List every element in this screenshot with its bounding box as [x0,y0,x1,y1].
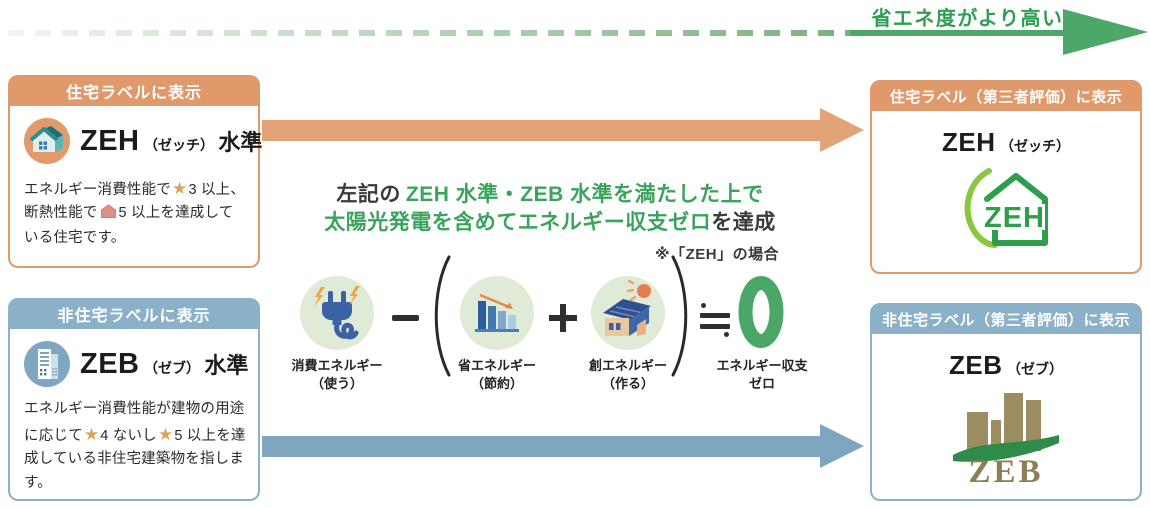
zeh-logo-icon: ZEH [872,162,1140,254]
blue-arrow-head-icon [820,424,864,468]
card-zeb-level: 非住宅ラベルに表示 [8,298,260,501]
title-zeb: ZEB [80,347,140,380]
plus-icon [549,304,577,332]
card-header-nonresidential-label: 非住宅ラベルに表示 [9,299,259,329]
card-title: ZEB （ゼブ） 水準 [80,348,248,381]
open-paren-icon [427,254,453,383]
blue-arrow-shaft [262,436,822,457]
orange-arrow-shaft [262,120,822,141]
house-icon [24,118,70,164]
zeb-logo-text: ZEB [968,454,1043,487]
title-zeh: ZEH [80,124,140,157]
title-row: ZEB （ゼブ） 水準 [10,329,258,387]
saving-label: 省エネルギー（節約） [457,358,536,392]
energy-balance-zero-label: エネルギー収支ゼロ [716,358,808,392]
bar-chart-icon [460,276,534,350]
zeb-logo-icon: ZEB [872,385,1140,487]
star-icon: ★ [83,425,100,445]
card-zeh-certified: 住宅ラベル（第三者評価）に表示 ZEH （ゼッチ） ZEH [870,80,1142,274]
title-kana: （ゼッチ） [143,136,214,153]
card-zeh-level: 住宅ラベルに表示 ZEH （ゼッチ） 水準 エネルギー消費性能で★3 以上、断 [8,75,262,268]
card-title: ZEH （ゼッチ） [872,127,1140,158]
title-suffix: 水準 [218,129,263,155]
energy-saving-higher-label: 省エネ度がより高い [871,8,1064,30]
title-kana: （ゼブ） [143,359,200,376]
headline-prefix: 左記の [336,183,401,206]
title-row: ZEH （ゼッチ） 水準 [10,106,262,164]
star-icon: ★ [157,425,174,445]
insulation-house-icon [100,204,117,227]
gradient-dashed-line [8,30,850,36]
headline-line2-green: 太陽光発電を含めてエネルギー収支ゼロ [324,211,712,235]
zeh-case-note: ※「ZEH」の場合 [655,246,780,263]
card-header-residential-label: 住宅ラベルに表示 [9,76,259,106]
right-arrow-icon [1063,9,1148,55]
title-kana: （ゼブ） [1006,361,1063,377]
title-zeh: ZEH [942,127,996,157]
star-icon: ★ [172,179,188,198]
approx-equal-icon [699,300,731,340]
orange-arrow-head-icon [820,108,864,152]
generation-label: 創エネルギー（作る） [588,358,667,392]
headline-line2-suffix: を達成 [711,211,776,235]
plug-icon [300,276,374,350]
title-kana: （ゼッチ） [999,138,1070,154]
title-zeb: ZEB [949,350,1003,380]
headline-line1-green: ZEH 水準・ZEB 水準を満たした上で [405,183,764,206]
zeh-logo-text: ZEH [984,202,1045,234]
arrow-line [850,30,1066,36]
building-icon [24,341,70,387]
card-header-residential-thirdparty: 住宅ラベル（第三者評価）に表示 [871,81,1141,111]
consumption-label: 消費エネルギー（使う） [291,358,383,392]
card-header-nonresidential-thirdparty: 非住宅ラベル（第三者評価）に表示 [871,304,1141,334]
close-paren-icon [669,254,695,383]
card-title: ZEH （ゼッチ） 水準 [80,125,262,158]
zero-icon [734,272,788,357]
card-title: ZEB （ゼブ） [872,350,1140,381]
card-zeb-certified: 非住宅ラベル（第三者評価）に表示 ZEB （ゼブ） ZEB [870,303,1142,501]
solar-house-icon [591,276,665,350]
title-suffix: 水準 [204,352,249,378]
zeb-description: エネルギー消費性能が建物の用途に応じて★4 ないし★5 以上を達成している非住宅… [24,401,246,491]
minus-icon [392,315,419,321]
